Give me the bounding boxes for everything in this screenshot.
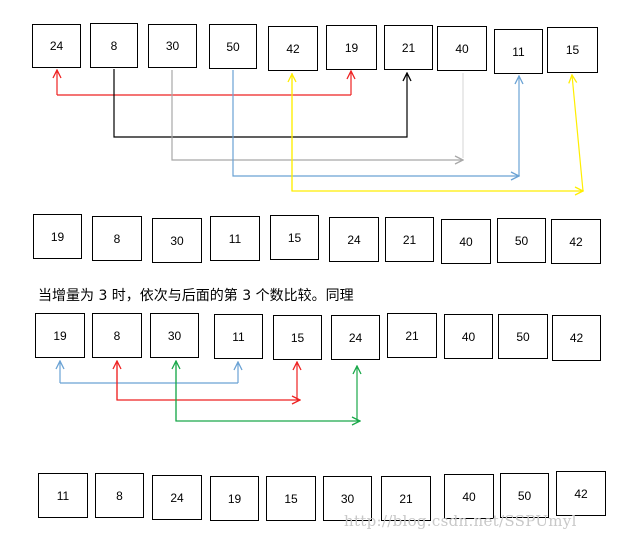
row1-box-1: 24: [32, 24, 81, 68]
row1-box-10: 15: [547, 27, 598, 73]
caption-text: 当增量为 3 时，依次与后面的第 3 个数比较。同理: [38, 288, 354, 304]
row1-box-8: 40: [437, 26, 487, 71]
row1-box-4: 50: [209, 24, 257, 69]
row3-box-3: 30: [150, 313, 199, 358]
arrow-green-30-24: [175, 361, 360, 421]
row3-box-8: 40: [444, 314, 493, 359]
arrow-yellow-42-15: [291, 73, 583, 191]
row3-box-2: 8: [92, 313, 142, 358]
row2-box-1: 19: [33, 214, 82, 259]
row3-box-10: 42: [552, 315, 601, 361]
row2-box-8: 40: [441, 219, 491, 264]
row4-box-8: 40: [444, 474, 494, 519]
row3-box-9: 50: [498, 314, 548, 359]
row1-box-7: 21: [384, 25, 433, 70]
row4-box-7: 21: [381, 476, 431, 521]
row2-box-9: 50: [497, 218, 546, 263]
row4-box-9: 50: [500, 473, 549, 518]
arrow-gray-30-40: [171, 70, 463, 160]
row2-box-10: 42: [551, 219, 601, 264]
row2-box-2: 8: [92, 216, 142, 261]
row4-box-2: 8: [95, 473, 144, 518]
row1-box-5: 42: [268, 26, 318, 71]
row3-box-6: 24: [331, 315, 380, 360]
row4-box-1: 11: [38, 473, 88, 518]
row3-box-5: 15: [273, 315, 322, 360]
row4-box-6: 30: [323, 476, 372, 521]
row1-box-6: 19: [326, 25, 377, 70]
row2-box-7: 21: [385, 217, 434, 262]
row1-box-2: 8: [90, 23, 138, 68]
watermark-text: http://blog.csdn.net/SSPUmyl: [344, 512, 577, 530]
row2-box-4: 11: [210, 216, 260, 261]
row2-box-6: 24: [329, 217, 379, 262]
arrow-red-8-15: [116, 361, 300, 400]
row3-box-4: 11: [214, 314, 263, 359]
row1-box-3: 30: [148, 24, 197, 68]
row1-box-9: 11: [494, 29, 543, 74]
arrow-black-8-21: [113, 69, 407, 138]
row2-box-5: 15: [270, 215, 319, 260]
arrow-blue-50-11: [232, 70, 519, 176]
arrowhead-yellow-up-15: [572, 75, 584, 192]
row2-box-3: 30: [152, 218, 202, 263]
row4-box-10: 42: [556, 471, 606, 516]
row4-box-5: 15: [266, 476, 316, 521]
row4-box-3: 24: [152, 475, 202, 520]
row3-box-1: 19: [35, 313, 85, 358]
row3-box-7: 21: [387, 313, 437, 358]
row4-box-4: 19: [210, 476, 259, 521]
